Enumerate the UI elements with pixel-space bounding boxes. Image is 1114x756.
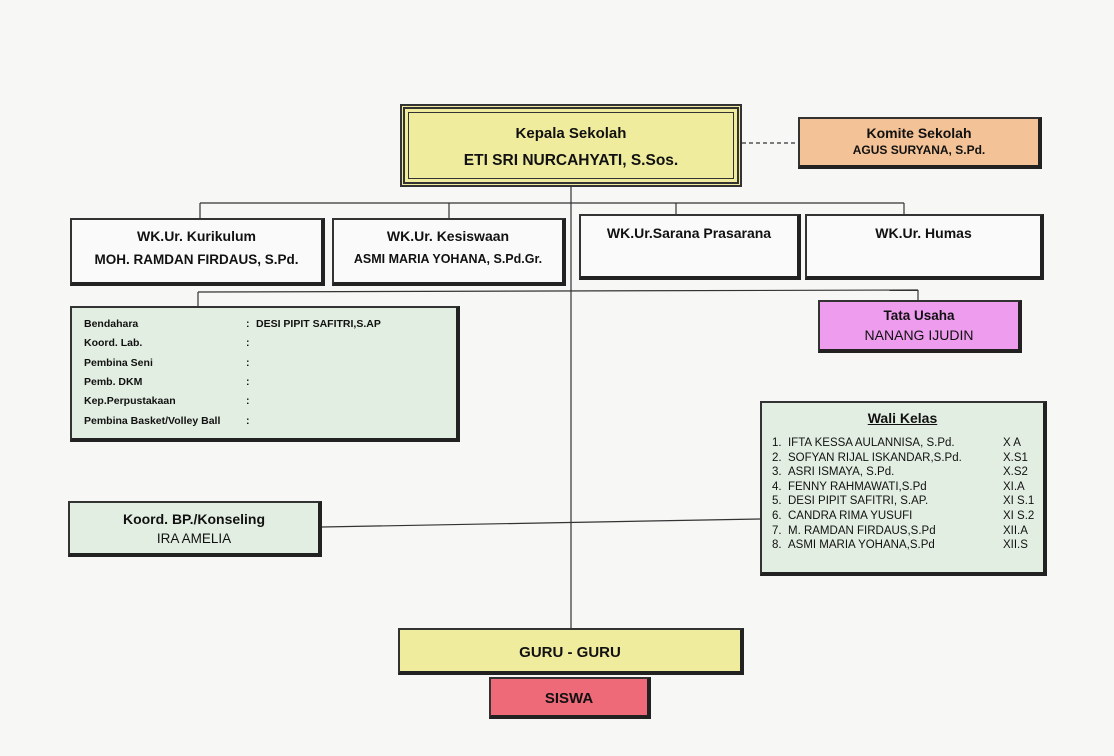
list-item: 4. FENNY RAHMAWATI,S.Pd XI.A <box>772 480 1037 495</box>
siswa-title: SISWA <box>544 690 594 707</box>
pembina-row: Pemb. DKM : <box>84 376 250 388</box>
wk-kesiswaan-box: WK.Ur. Kesiswaan ASMI MARIA YOHANA, S.Pd… <box>332 218 566 286</box>
pembina-role: Bendahara <box>84 318 139 330</box>
item-number: 6. <box>772 509 782 522</box>
kepala-title: Kepala Sekolah <box>515 125 627 142</box>
wk-kurikulum-title: WK.Ur. Kurikulum <box>136 228 256 244</box>
list-item: 6. CANDRA RIMA YUSUFI XI S.2 <box>772 509 1037 524</box>
item-class: XII.S <box>1003 539 1028 552</box>
item-name: ASMI MARIA YOHANA,S.Pd <box>787 539 935 552</box>
item-class: XI S.2 <box>1003 509 1035 522</box>
pembina-colon: : <box>246 376 250 388</box>
konseling-box: Koord. BP./Konseling IRA AMELIA <box>68 501 322 557</box>
wk-kurikulum-box: WK.Ur. Kurikulum MOH. RAMDAN FIRDAUS, S.… <box>70 218 325 286</box>
pembina-colon: : <box>246 337 250 349</box>
wali-kelas-title: Wali Kelas <box>867 410 938 426</box>
pembina-role: Kep.Perpustakaan <box>84 395 176 407</box>
guru-title: GURU - GURU <box>519 644 621 661</box>
item-name: CANDRA RIMA YUSUFI <box>787 509 913 522</box>
siswa-box: SISWA <box>489 677 651 719</box>
item-number: 2. <box>772 451 782 464</box>
pembina-role: Pemb. DKM <box>84 376 143 388</box>
wali-kelas-list: 1. IFTA KESSA AULANNISA, S.Pd. X A 2. SOF… <box>772 436 1037 553</box>
pembina-box: Bendahara : DESI PIPIT SAFITRI,S.AP Koor… <box>70 306 460 442</box>
pembina-row: Bendahara : DESI PIPIT SAFITRI,S.AP <box>84 318 381 330</box>
pembina-colon: : <box>246 414 250 427</box>
list-item: 8. ASMI MARIA YOHANA,S.Pd XII.S <box>772 538 1037 553</box>
wali-kelas-box: Wali Kelas 1. IFTA KESSA AULANNISA, S.Pd… <box>760 401 1047 576</box>
tata-usaha-box: Tata Usaha NANANG IJUDIN <box>818 300 1022 353</box>
wk-kesiswaan-name: ASMI MARIA YOHANA, S.Pd.Gr. <box>353 252 543 266</box>
komite-name: AGUS SURYANA, S.Pd. <box>852 143 986 157</box>
wk-sarana-title: WK.Ur.Sarana Prasarana <box>606 225 772 241</box>
pembina-row: Koord. Lab. : <box>84 337 250 349</box>
kepala-name: ETI SRI NURCAHYATI, S.Sos. <box>463 152 679 169</box>
item-name: SOFYAN RIJAL ISKANDAR,S.Pd. <box>787 451 962 464</box>
pembina-role: Pembina Seni <box>84 356 153 369</box>
pembina-value: DESI PIPIT SAFITRI,S.AP <box>256 318 381 330</box>
list-item: 1. IFTA KESSA AULANNISA, S.Pd. X A <box>772 436 1037 451</box>
item-number: 4. <box>772 480 782 493</box>
tata-usaha-title: Tata Usaha <box>883 308 955 323</box>
pembina-row: Pembina Seni : <box>84 356 250 369</box>
guru-box: GURU - GURU <box>398 628 744 675</box>
list-item: 7. M. RAMDAN FIRDAUS,S.Pd XII.A <box>772 524 1037 539</box>
pembina-role: Pembina Basket/Volley Ball <box>84 414 221 427</box>
item-number: 5. <box>772 495 782 508</box>
tata-usaha-name: NANANG IJUDIN <box>864 327 974 343</box>
kepala-sekolah-box: Kepala Sekolah ETI SRI NURCAHYATI, S.Sos… <box>400 104 742 187</box>
item-name: FENNY RAHMAWATI,S.Pd <box>787 480 927 493</box>
item-class: X A <box>1003 437 1021 449</box>
wk-kurikulum-name: MOH. RAMDAN FIRDAUS, S.Pd. <box>94 252 299 267</box>
pembina-row: Pembina Basket/Volley Ball : <box>84 414 250 427</box>
wk-sarana-box: WK.Ur.Sarana Prasarana <box>579 214 801 280</box>
item-name: IFTA KESSA AULANNISA, S.Pd. <box>787 437 955 449</box>
pembina-colon: : <box>246 395 250 407</box>
wk-humas-box: WK.Ur. Humas <box>805 214 1044 280</box>
item-name: M. RAMDAN FIRDAUS,S.Pd <box>787 524 936 537</box>
item-number: 1. <box>772 437 782 449</box>
komite-sekolah-box: Komite Sekolah AGUS SURYANA, S.Pd. <box>798 117 1042 169</box>
pembina-role: Koord. Lab. <box>84 337 143 349</box>
konseling-walikelas-line <box>321 518 761 528</box>
list-item: 5. DESI PIPIT SAFITRI, S.AP. XI S.1 <box>772 494 1037 509</box>
wk-humas-title: WK.Ur. Humas <box>875 225 972 241</box>
pembina-colon: : <box>246 318 250 330</box>
item-class: XI S.1 <box>1003 495 1035 508</box>
konseling-name: IRA AMELIA <box>156 531 232 546</box>
pembina-colon: : <box>246 356 250 369</box>
item-number: 3. <box>772 466 782 479</box>
item-number: 7. <box>772 524 782 537</box>
konseling-title: Koord. BP./Konseling <box>122 511 266 527</box>
item-class: XII.A <box>1003 524 1028 537</box>
pembina-row: Kep.Perpustakaan : <box>84 395 250 407</box>
staff-horizontal-line <box>197 289 919 293</box>
item-class: XI.A <box>1003 480 1025 493</box>
item-name: DESI PIPIT SAFITRI, S.AP. <box>787 495 929 508</box>
item-class: X.S1 <box>1003 451 1028 464</box>
item-name: ASRI ISMAYA, S.Pd. <box>787 466 895 479</box>
list-item: 3. ASRI ISMAYA, S.Pd. X.S2 <box>772 465 1037 480</box>
item-number: 8. <box>772 539 782 552</box>
list-item: 2. SOFYAN RIJAL ISKANDAR,S.Pd. X.S1 <box>772 451 1037 466</box>
wk-kesiswaan-title: WK.Ur. Kesiswaan <box>386 228 510 244</box>
item-class: X.S2 <box>1003 466 1028 479</box>
komite-title: Komite Sekolah <box>866 125 972 141</box>
